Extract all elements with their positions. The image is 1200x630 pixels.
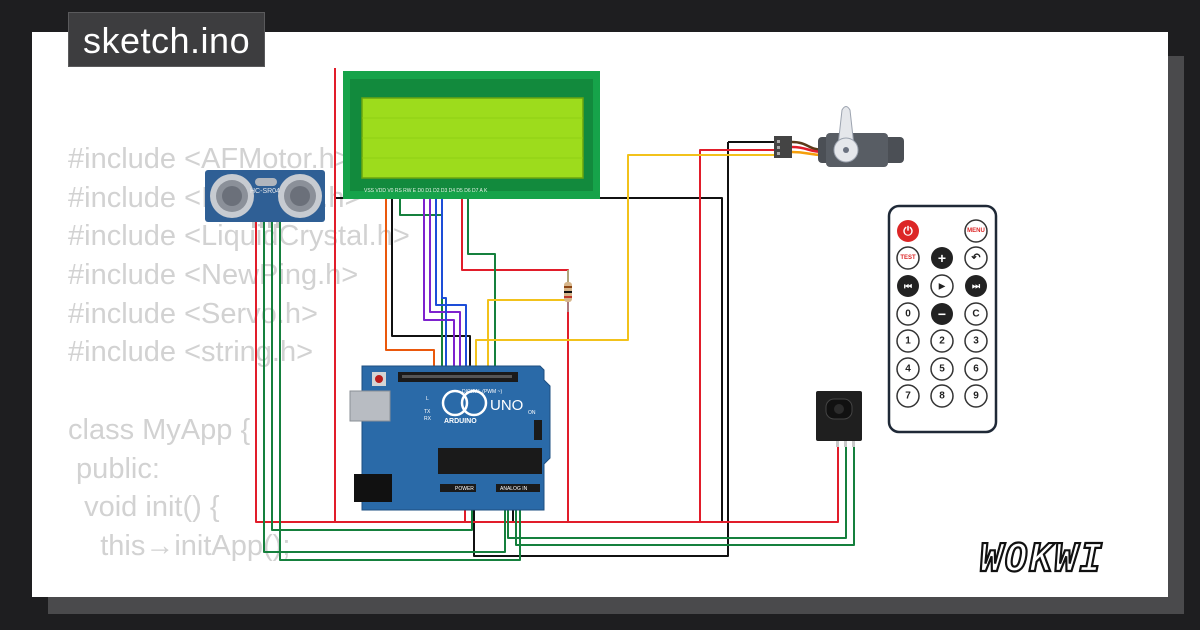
arduino-uno: UNO ARDUINO DIGITAL (PWM ~) ANALOG IN PO…	[349, 365, 551, 511]
remote-minus-button[interactable]: −	[931, 303, 953, 325]
svg-text:MENU: MENU	[967, 228, 985, 234]
wire	[441, 198, 447, 370]
remote-menu-button[interactable]: MENU	[964, 219, 988, 243]
wokwi-logo: WOKWI	[979, 535, 1104, 581]
arduino-brand: ARDUINO	[444, 418, 477, 425]
svg-text:4: 4	[905, 364, 911, 375]
remote-next-button[interactable]: ⏭	[965, 275, 987, 297]
remote-digit-9[interactable]: 9	[964, 384, 988, 408]
remote-test-button[interactable]: TEST	[896, 246, 920, 270]
svg-text:7: 7	[905, 391, 911, 402]
arduino-tx-label: TX	[424, 409, 431, 415]
code-line: #include <Servo.h>	[68, 297, 318, 330]
wire	[461, 198, 569, 522]
wire	[465, 445, 839, 523]
code-line: class MyApp {	[68, 413, 251, 446]
wire	[435, 198, 467, 370]
svg-text:▶: ▶	[938, 282, 946, 291]
lcd-grid	[362, 117, 583, 159]
remote-digit-5[interactable]: 5	[930, 357, 954, 381]
remote-clear-button[interactable]: C	[964, 302, 988, 326]
svg-text:6: 6	[973, 364, 979, 375]
resistor	[564, 270, 572, 312]
remote-zero-button[interactable]: 0	[896, 302, 920, 326]
code-preview: #include <AFMotor.h>#include <IRremote.h…	[68, 140, 410, 566]
arduino-analog-label: ANALOG IN	[500, 486, 528, 492]
arduino-power-label: POWER	[455, 486, 474, 492]
svg-text:−: −	[938, 306, 946, 322]
arduino-model: UNO	[490, 397, 523, 414]
svg-text:3: 3	[973, 336, 979, 347]
wire	[487, 270, 569, 370]
svg-text:↶: ↶	[970, 252, 981, 264]
remote-digit-2[interactable]: 2	[930, 329, 954, 353]
code-line: #include <string.h>	[68, 336, 314, 369]
remote-digit-4[interactable]: 4	[896, 357, 920, 381]
servo-motor	[774, 106, 904, 167]
wire	[473, 142, 729, 557]
wire	[334, 68, 466, 523]
remote-back-button[interactable]: ↶	[964, 246, 988, 270]
wokwi-logo-text: WOKWI	[980, 536, 1104, 580]
sensor-pins	[252, 222, 279, 228]
remote-digit-1[interactable]: 1	[896, 329, 920, 353]
sketch-name-tab: sketch.ino	[68, 12, 266, 67]
svg-text:8: 8	[939, 391, 945, 402]
wire	[475, 154, 776, 370]
svg-text:5: 5	[939, 364, 945, 375]
svg-text:1: 1	[905, 336, 911, 347]
code-line: #include <AFMotor.h>	[68, 143, 352, 175]
sensor-label: HC-SR04	[250, 188, 280, 195]
remote-digit-3[interactable]: 3	[964, 329, 988, 353]
svg-text:⏮: ⏮	[904, 281, 912, 291]
ultrasonic-sensor: HC-SR04	[205, 170, 325, 228]
wire	[507, 445, 847, 539]
wire	[467, 198, 496, 370]
svg-text:⏻: ⏻	[903, 224, 913, 238]
svg-text:C: C	[972, 309, 979, 320]
arduino-l-label: L	[426, 396, 429, 402]
lcd-pin-labels: VSS VDD V0 RS RW E D0 D1 D2 D3 D4 D5 D6 …	[364, 188, 488, 194]
wire	[423, 198, 455, 370]
wires	[255, 68, 855, 561]
wire	[263, 222, 506, 553]
wire	[515, 445, 855, 546]
svg-text:⏭: ⏭	[972, 281, 981, 291]
remote-prev-button[interactable]: ⏮	[897, 275, 919, 297]
ir-receiver	[816, 391, 862, 447]
code-line: #include <LiquidCrystal.h>	[68, 220, 410, 253]
code-line: public:	[68, 452, 160, 485]
remote-digit-8[interactable]: 8	[930, 384, 954, 408]
arduino-rx-label: RX	[424, 416, 432, 422]
svg-text:9: 9	[973, 391, 979, 402]
wire	[271, 222, 473, 531]
code-line: void init() {	[68, 491, 220, 524]
lcd-display: VSS VDD V0 RS RW E D0 D1 D2 D3 D4 D5 D6 …	[343, 71, 600, 199]
remote-digit-6[interactable]: 6	[964, 357, 988, 381]
wire	[391, 198, 471, 370]
svg-text:2: 2	[939, 336, 945, 347]
ir-remote: ⏻ MENU TEST + ↶ ⏮ ▶ ⏭ 0 − C 1 2 3 4 5 6 …	[887, 204, 998, 434]
svg-text:0: 0	[905, 309, 911, 320]
code-line: this→initApp();	[68, 529, 291, 562]
remote-play-button[interactable]: ▶	[930, 274, 954, 298]
remote-power-button[interactable]: ⏻	[897, 220, 919, 242]
svg-text:TEST: TEST	[900, 255, 916, 261]
wire	[255, 222, 335, 523]
arduino-digital-label: DIGITAL (PWM ~)	[462, 389, 502, 395]
wire	[279, 222, 521, 561]
remote-digit-7[interactable]: 7	[896, 384, 920, 408]
arduino-on-label: ON	[528, 410, 536, 416]
wire	[385, 198, 435, 370]
remote-plus-button[interactable]: +	[931, 247, 953, 269]
svg-text:+: +	[938, 250, 946, 266]
